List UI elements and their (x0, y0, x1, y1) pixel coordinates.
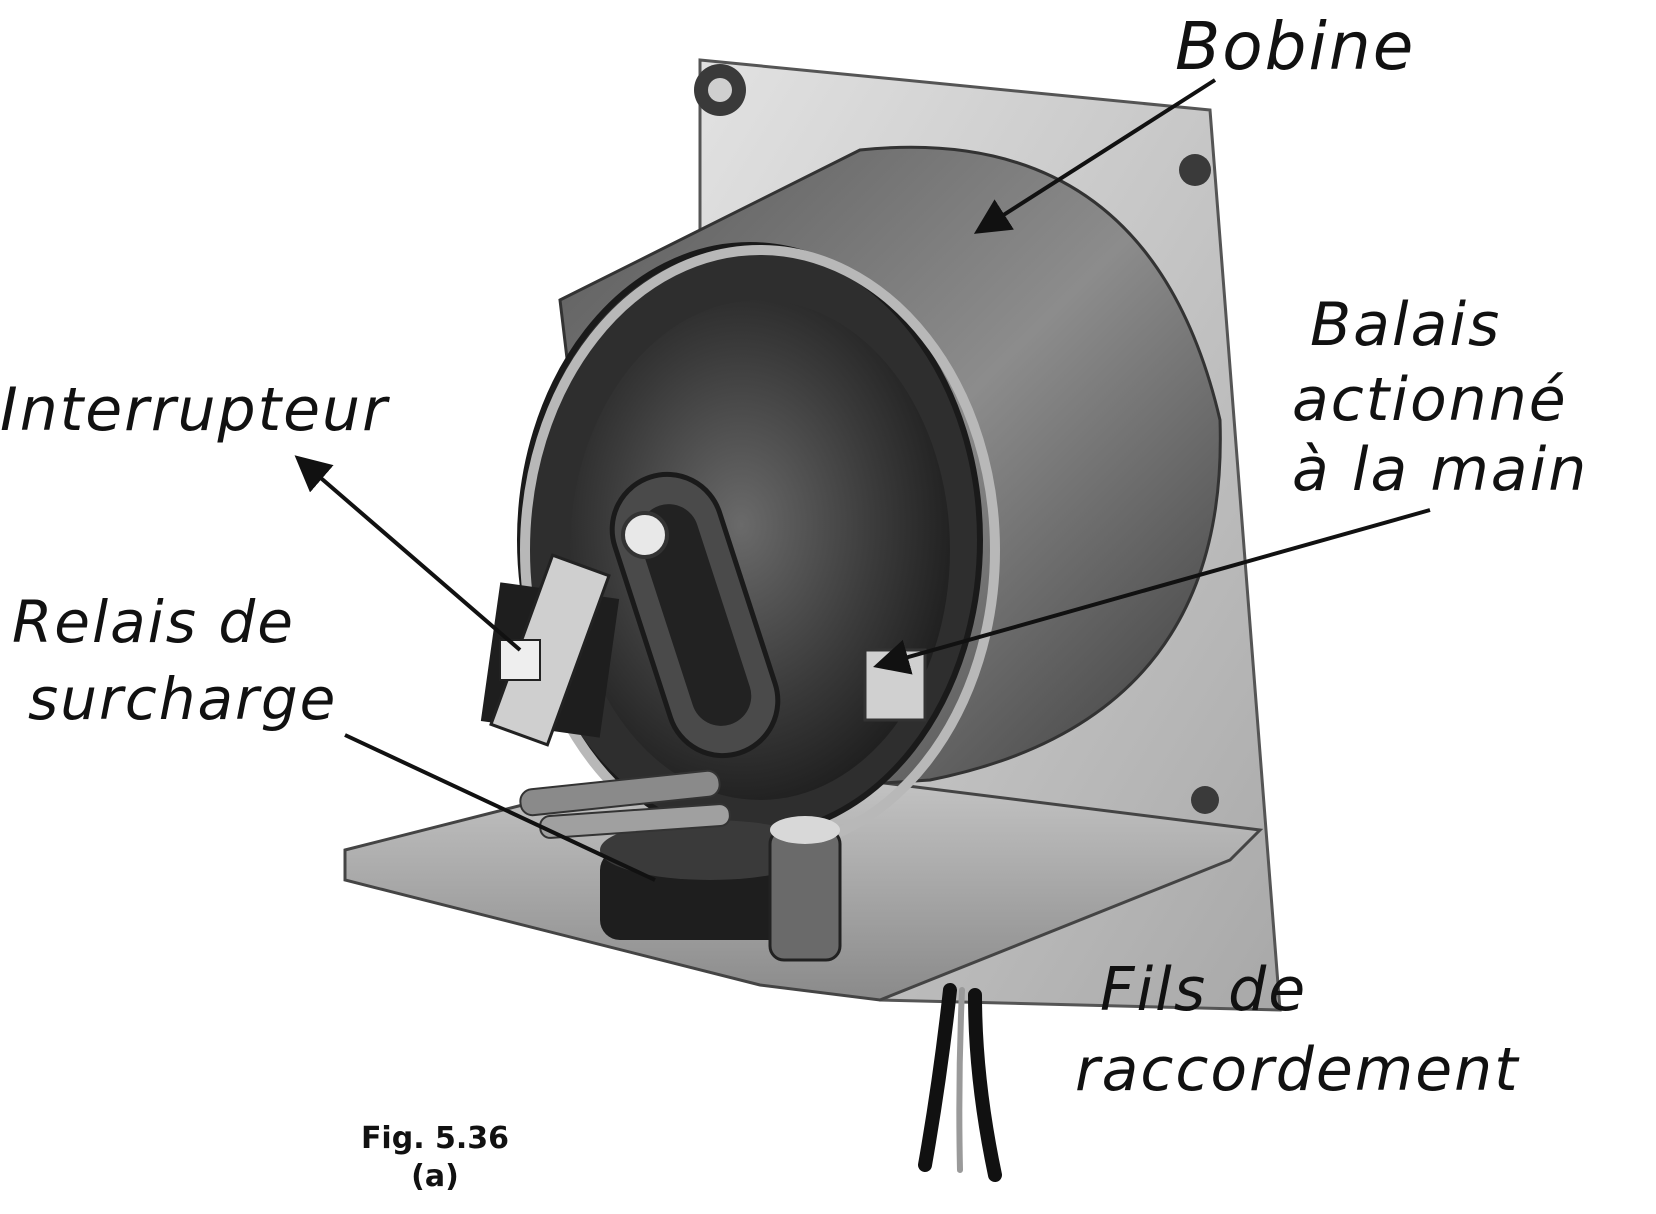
coil-drum (517, 145, 1222, 855)
label-bobine: Bobine (1175, 8, 1416, 85)
arrow-interrupteur (294, 455, 522, 652)
arrow-bobine (973, 78, 1217, 234)
label-relais-line2: surcharge (28, 665, 338, 733)
overload-relay (519, 769, 842, 962)
callout-arrows (294, 78, 1431, 882)
label-balais-line3: à la main (1292, 435, 1589, 505)
figure-caption: Fig. 5.36 (a) (335, 1120, 535, 1196)
label-fils-line1: Fils de (1100, 955, 1308, 1025)
arrow-relais (344, 733, 656, 882)
label-fils-line2: raccordement (1075, 1035, 1520, 1105)
caption-line1: Fig. 5.36 (360, 1121, 510, 1156)
lead-wires (918, 983, 1002, 1182)
label-interrupteur: Interrupteur (0, 375, 389, 445)
arrow-balais (873, 508, 1431, 675)
label-relais-line1: Relais de (12, 588, 295, 656)
caption-line2: (a) (411, 1159, 459, 1194)
label-balais-line1: Balais (1310, 290, 1502, 360)
switch-box (480, 553, 620, 747)
label-balais-line2: actionné (1292, 365, 1568, 435)
